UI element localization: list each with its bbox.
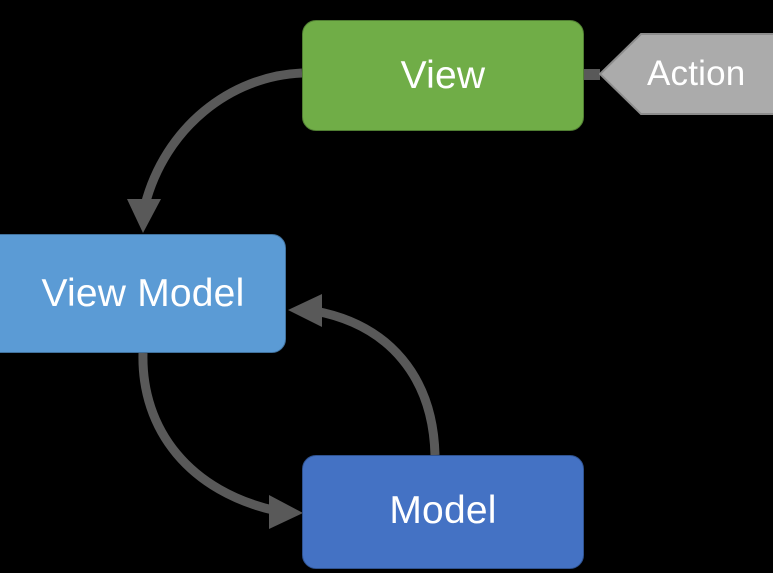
- connector-view-to-view-model: [127, 68, 303, 233]
- connector-model-to-view-model: [288, 294, 440, 456]
- node-view-label: View: [400, 54, 486, 97]
- node-view-model[interactable]: View Model: [0, 234, 286, 353]
- node-model-label: Model: [389, 488, 497, 532]
- node-view[interactable]: View: [302, 20, 584, 131]
- connector-action-to-view: [584, 69, 600, 80]
- node-action-label: Action: [647, 53, 746, 93]
- node-action[interactable]: Action: [599, 33, 773, 115]
- node-view-model-label: View Model: [41, 272, 245, 315]
- node-model[interactable]: Model: [302, 455, 584, 569]
- connector-view-model-to-model: [138, 352, 303, 529]
